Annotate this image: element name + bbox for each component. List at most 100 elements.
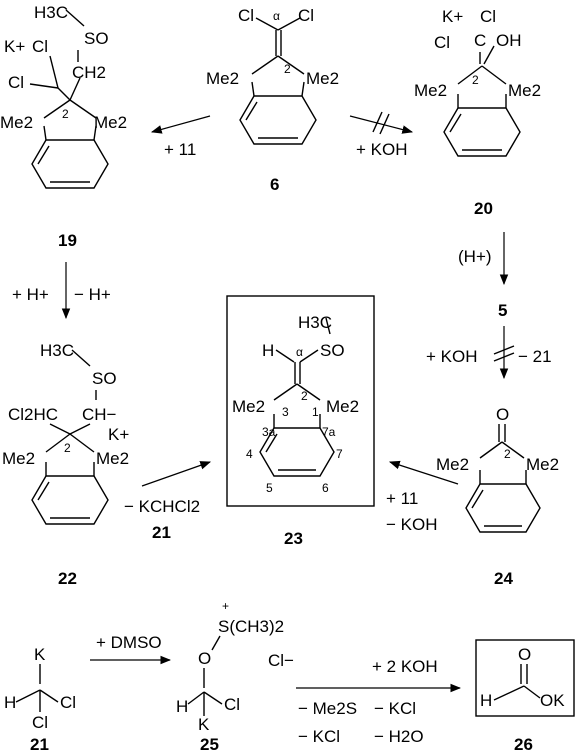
compound-22: H3C SO Cl2HC CH− K+ 2 Me2 Me2 22 [2,341,129,588]
chlorine-atom: Cl [32,37,48,56]
compound-number: 21 [30,735,49,753]
byproduct-label: − KOH [386,515,438,534]
alpha-label: α [296,345,303,359]
sulfonium-group: S(CH3)2 [218,617,284,636]
alpha-label: α [273,9,280,23]
hydrogen-atom: H [262,341,274,360]
compound-5-number: 5 [498,301,507,320]
compound-25: + S(CH3)2 O H Cl K Cl− 25 [176,599,294,753]
arrow-6-to-20-blocked: + KOH [349,111,414,159]
potassium-cation: K+ [108,425,129,444]
condition-label: (H+) [458,247,492,266]
compound-number: 25 [200,735,219,753]
methylene-group: CH2 [72,63,106,82]
locant-3a: 3a [262,425,276,439]
arrow-22-to-23: − KCHCl2 21 [124,461,212,542]
reagent-label: + DMSO [96,633,162,652]
locant-2: 2 [301,389,308,403]
chloride-anion: Cl− [268,651,294,670]
methylene-group: Me2 [508,81,541,100]
methyl-group: H3C [298,313,332,332]
reagent-label: + H+ [12,285,49,304]
methylene-group: Me2 [2,449,35,468]
methylene-group: Me2 [0,113,33,132]
locant-2: 2 [62,107,69,121]
byproduct-label: − KCl [374,699,416,718]
compound-number-ref: 21 [152,523,171,542]
compound-20: K+ Cl Cl C OH 2 Me2 Me2 20 [414,7,541,218]
methylene-group: Me2 [306,69,339,88]
compound-number: 23 [284,529,303,548]
hydrogen-atom: H [176,697,188,716]
methyl-group: H3C [40,341,74,360]
byproduct-label: − H2O [374,727,424,746]
compound-number: 26 [514,735,533,753]
chlorine-atom: Cl [480,7,496,26]
chlorine-atom: Cl [238,6,254,25]
locant-7a: 7a [322,425,336,439]
methylene-group: Me2 [206,69,239,88]
methylene-group: Me2 [414,81,447,100]
methyl-group: H3C [34,3,68,22]
carbanion-carbon: C [474,31,486,50]
chlorine-atom: Cl [224,695,240,714]
arrow-21-to-25: + DMSO [90,633,172,665]
byproduct-label: − Me2S [298,699,357,718]
arrow-6-to-19: + 11 [150,115,211,159]
arrow-20-to-5: (H+) [458,232,509,286]
locant-7: 7 [336,447,343,461]
arrow-24-to-23: + 11 − KOH [386,460,459,534]
positive-charge: + [222,599,229,613]
chlorine-atom: Cl [60,693,76,712]
locant-6: 6 [322,481,329,495]
locant-2: 2 [64,441,71,455]
dichloromethyl-group: Cl2HC [8,405,58,424]
compound-number: 19 [58,231,77,250]
chlorine-atom: Cl [298,6,314,25]
arrow-5-to-24-blocked: + KOH − 21 [426,326,552,380]
oxygen-atom: O [518,645,531,664]
potassium-cation: K+ [4,37,25,56]
hydrogen-atom: H [4,693,16,712]
byproduct-label: − KCl [298,727,340,746]
chlorine-atom: Cl [8,73,24,92]
methylene-group: Me2 [526,455,559,474]
compound-number: 24 [494,569,513,588]
methylene-group: Me2 [94,113,127,132]
methylene-group: Me2 [326,397,359,416]
chlorine-atom: Cl [434,33,450,52]
chlorine-atom: Cl [32,713,48,732]
oxygen-atom: O [198,649,211,668]
compound-26: O H OK 26 [475,639,575,753]
sulfoxide-group: SO [84,29,109,48]
compound-number: 22 [58,569,77,588]
locant-4: 4 [246,447,253,461]
byproduct-label: − 21 [518,347,552,366]
locant-2: 2 [504,447,511,461]
arrow-19-to-22: + H+ − H+ [12,262,111,320]
sulfoxide-group: SO [92,369,117,388]
potassium-atom: K [198,715,210,734]
methylene-group: Me2 [232,397,265,416]
byproduct-label: − H+ [74,285,111,304]
locant-2: 2 [472,73,479,87]
hydrogen-atom: H [480,691,492,710]
compound-number: 6 [270,175,279,194]
hydroxyl-group: OH [496,31,522,50]
reagent-label: + 11 [386,489,418,508]
compound-23: H3C SO H α 2 Me2 Me2 3 1 3a 7a 4 7 5 6 2… [226,295,375,548]
methylene-group: Me2 [436,455,469,474]
byproduct-label: − KCHCl2 [124,497,200,516]
oxygen-atom: O [496,405,509,424]
potassium-atom: K [34,645,46,664]
compound-number: 20 [474,199,493,218]
reagent-label: + 11 [164,140,196,159]
methylene-group: Me2 [96,449,129,468]
reagent-label: + KOH [356,140,408,159]
locant-5: 5 [266,481,273,495]
locant-1: 1 [312,405,319,419]
compound-6: Cl Cl α 2 Me2 Me2 6 [206,6,339,194]
compound-24: O 2 Me2 Me2 24 [436,405,559,588]
potassium-cation: K+ [442,7,463,26]
